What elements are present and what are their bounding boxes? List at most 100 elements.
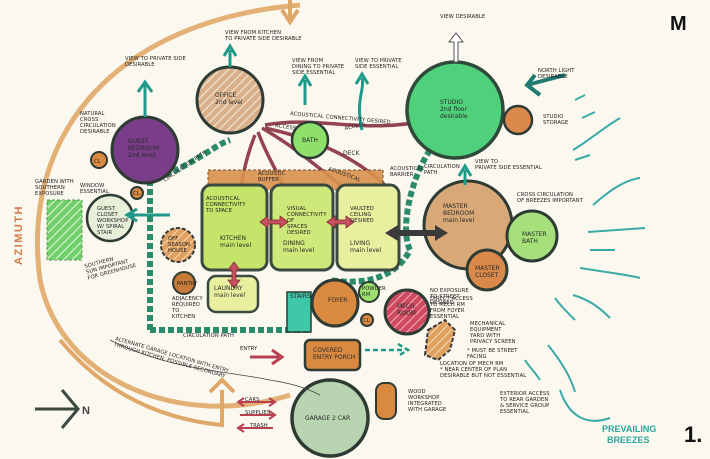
- north-label: N: [82, 405, 90, 417]
- north-light-arrow: [524, 73, 566, 97]
- foyer-label: FOYER: [328, 297, 347, 304]
- mech-room-label: MECH.ROOM: [397, 303, 417, 317]
- service-arrow: [365, 342, 411, 358]
- cars-label: CARS: [245, 397, 259, 403]
- southern-sun-label: SOUTHERNSUN IMPORTANTFOR GREENHOUSE: [84, 251, 137, 281]
- garage-bubble: [290, 378, 370, 458]
- azimuth-label: AZIMUTH: [13, 205, 25, 265]
- azimuth-tail: [58, 338, 236, 428]
- powder-rm-bubble: [358, 281, 380, 303]
- foyer-bubble: [310, 278, 360, 328]
- mech-yard-bubble: [423, 318, 457, 362]
- view-studio-label: VIEW DESIRABLE: [440, 14, 485, 20]
- circulation-path-bottom-label: CIRCULATION PATH: [183, 333, 234, 339]
- stairs-label: STAIRS: [290, 293, 311, 300]
- corner-letter: M: [670, 13, 687, 35]
- azimuth-arc: [34, 2, 301, 409]
- adjacency-arrows: [227, 215, 355, 289]
- trash-label: TRASH: [249, 423, 268, 429]
- entry-label: ENTRY: [240, 346, 258, 352]
- studio-storage-bubble: [502, 104, 534, 136]
- circulation-path: [147, 137, 433, 333]
- service-arrows: [236, 397, 277, 433]
- mech-room-bubble: [383, 288, 431, 336]
- pantry-bubble: [172, 271, 196, 295]
- alt-garage-label: ALTERNATE GARAGE LOCATION WITH ENTRYTHRO…: [112, 336, 230, 381]
- breeze-lines: [524, 94, 646, 422]
- garage-label: GARAGE 2 CAR: [305, 415, 350, 422]
- access-2-label: ACCESS: [344, 122, 366, 132]
- bath-bubble: [290, 120, 330, 160]
- covered-entry-porch-bubble: [303, 338, 362, 372]
- cl-top-label: CL: [94, 159, 101, 165]
- cl-foyer-bubble: [360, 313, 374, 327]
- prevailing-breezes-line1: PREVAILING: [602, 424, 656, 434]
- cl-mid-label: CL: [133, 191, 140, 197]
- master-closet-bubble: [465, 248, 509, 292]
- azimuth-arrow-top: [280, 0, 300, 26]
- cl-mid-bubble: [130, 186, 144, 200]
- entry-arrow: [250, 348, 285, 366]
- cl-top-bubble: [90, 151, 108, 169]
- stairs-bubble: [286, 291, 312, 333]
- supplies-label: SUPPLIES: [245, 410, 270, 416]
- master-bath-bubble: [505, 209, 559, 263]
- pantry-label: PANTRY: [177, 281, 198, 287]
- bath-label: BATH: [302, 137, 318, 144]
- alt-garage-line: [109, 339, 321, 396]
- access-1-label: ACCESS: [275, 123, 297, 132]
- north-arrow: [35, 389, 80, 429]
- cl-foyer-label: CL: [363, 318, 370, 324]
- view-desirable-arrow: [447, 32, 465, 63]
- workshop-bubble: [375, 382, 397, 420]
- location-mech-label: LOCATION OF MECH RM* NEAR CENTER OF PLAN…: [440, 361, 526, 379]
- prevailing-breezes-line2: BREEZES: [607, 435, 650, 445]
- view-arrows: [124, 43, 473, 223]
- off-season-house-bubble: [160, 227, 196, 263]
- garden-bubble: [46, 199, 83, 261]
- deck-label: DECK: [343, 150, 361, 157]
- living-bubble: [335, 183, 401, 272]
- living-master-arrow: [385, 225, 448, 241]
